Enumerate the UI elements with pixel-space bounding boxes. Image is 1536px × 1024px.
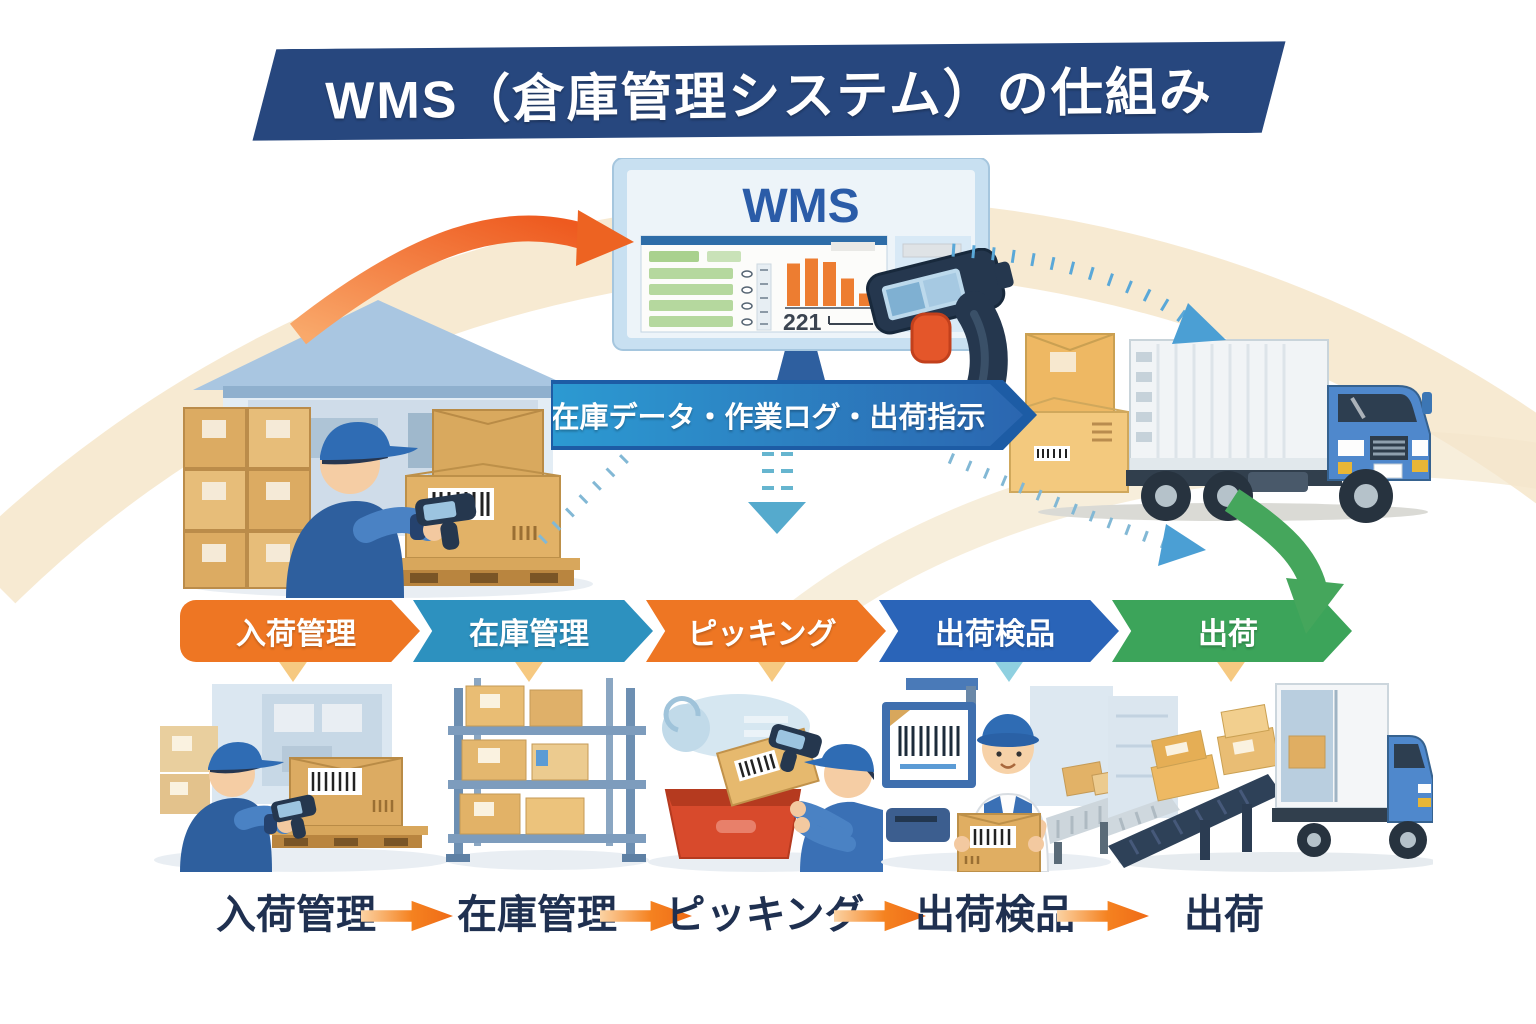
flow-label-inspection: 出荷検品 — [915, 893, 1075, 937]
process-step-label: 出荷 — [1198, 618, 1258, 651]
process-step-label: 在庫管理 — [469, 618, 589, 651]
rack-boxes — [459, 685, 589, 835]
process-step-receiving: 入荷管理 — [180, 600, 420, 662]
data-banner-text: 在庫データ・作業ログ・出荷指示 — [550, 402, 986, 434]
page-title: WMS（倉庫管理システム）の仕組み — [325, 62, 1214, 131]
data-banner: 在庫データ・作業ログ・出荷指示 — [553, 384, 1023, 446]
inspected-box — [954, 813, 1044, 872]
handheld-scanner — [768, 724, 822, 773]
scene-inspection — [881, 678, 1113, 872]
ramp-boxes — [1150, 704, 1280, 802]
inventory-list — [649, 263, 772, 331]
scene-inventory-rack — [445, 678, 649, 870]
process-step-label: 入荷管理 — [236, 618, 356, 651]
process-step-inventory: 在庫管理 — [413, 600, 653, 662]
truck-cab — [1327, 385, 1432, 481]
scanner-trigger — [910, 312, 952, 364]
truck-cargo-box — [1129, 339, 1329, 471]
mini-bar-chart — [787, 258, 872, 306]
flow-label-inventory: 在庫管理 — [457, 893, 617, 937]
worker-picking — [768, 724, 883, 872]
label-display — [882, 678, 978, 788]
monitor-stand — [776, 350, 826, 384]
label-printer — [886, 808, 950, 842]
dashboard-stat: 221 — [783, 309, 822, 335]
shipping-truck — [1272, 683, 1433, 859]
warehouse-receiving-scene — [183, 300, 593, 598]
scene-picking — [648, 694, 883, 872]
flow-label-receiving: 入荷管理 — [216, 893, 376, 937]
process-step-picking: ピッキング — [646, 600, 886, 662]
handheld-scanner — [271, 794, 317, 839]
scene-receiving — [154, 684, 448, 872]
flow-label-shipping: 出荷 — [1184, 893, 1264, 937]
scene-shipping — [1108, 683, 1433, 872]
worker-scanning — [180, 742, 317, 872]
wms-screen-title: WMS — [742, 180, 859, 233]
delivery-truck-scene — [1009, 333, 1432, 523]
process-step-shipping: 出荷 — [1112, 600, 1352, 662]
title-ribbon: WMS（倉庫管理システム）の仕組み — [252, 39, 1287, 144]
process-step-inspection: 出荷検品 — [879, 600, 1119, 662]
process-step-label: ピッキング — [687, 618, 837, 651]
flow-label-picking: ピッキング — [665, 893, 865, 937]
worker-scanning — [286, 422, 477, 598]
dashboard-panel: 221 — [640, 235, 888, 335]
loading-ramp — [1108, 774, 1282, 868]
handheld-scanner — [415, 493, 477, 550]
process-step-label: 出荷検品 — [935, 618, 1055, 651]
